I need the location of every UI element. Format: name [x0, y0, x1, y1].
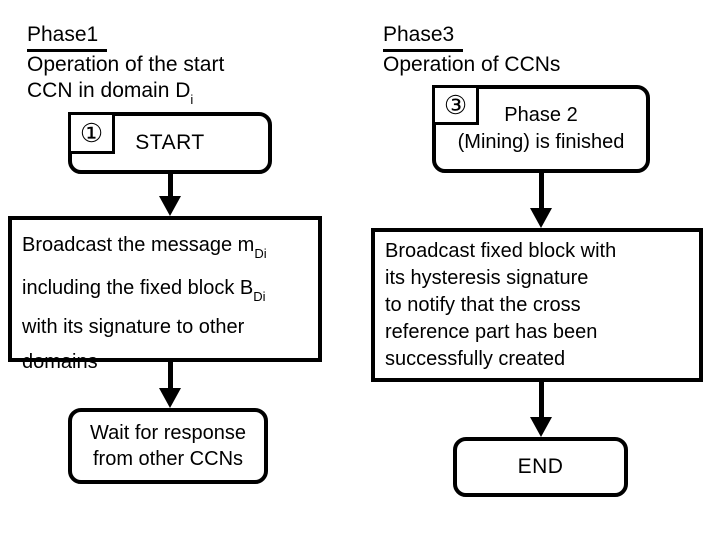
phase2-line2: (Mining) is finished [457, 131, 625, 153]
badge-circled-3-icon: ③ [432, 85, 479, 125]
broadcast-line: Broadcast the message mDi [22, 234, 267, 261]
arrow-head [530, 208, 552, 228]
broadcast-line: with its signature to other [22, 316, 245, 338]
domain-subscript: i [190, 92, 194, 107]
arrow-down-icon [159, 174, 181, 216]
wait-line: Wait for response [90, 422, 246, 444]
wait-line: from other CCNs [92, 448, 244, 470]
phase2-line1: Phase 2 [504, 104, 578, 126]
arrow-stem [538, 382, 544, 417]
broadcast-line: domains [22, 351, 98, 373]
arrow-stem [538, 173, 544, 208]
broadcast-line: successfully created [385, 348, 566, 370]
wait-node: Wait for response from other CCNs [68, 408, 268, 484]
arrow-down-icon [530, 173, 552, 228]
phase1-subtitle-line1: Operation of the start [27, 53, 225, 76]
arrow-stem [167, 362, 173, 388]
broadcast-block-text: Broadcast fixed block with its hysteresi… [375, 232, 699, 381]
phase1-title: Phase1 [27, 22, 224, 52]
arrow-stem [167, 174, 173, 196]
broadcast-line: reference part has been [385, 321, 598, 343]
badge-circled-1-icon: ① [68, 112, 115, 154]
phase1-subtitle-line2: CCN in domain Di [27, 79, 194, 107]
arrow-head [159, 196, 181, 216]
phase2-text: Phase 2 (Mining) is finished [458, 102, 625, 156]
phase2-finished-node: ③ Phase 2 (Mining) is finished [432, 85, 650, 173]
broadcast-message-node: Broadcast the message mDi including the … [8, 216, 322, 373]
phase3-subtitle-line1: Operation of CCNs [383, 53, 561, 76]
phase1-heading-block: Phase1 Operation of the start CCN in dom… [27, 22, 224, 113]
arrow-down-icon [530, 382, 552, 437]
broadcast-line: its hysteresis signature [385, 267, 589, 289]
start-label: START [135, 131, 205, 154]
broadcast-message-text: Broadcast the message mDi including the … [12, 220, 318, 392]
broadcast-line: to notify that the cross [385, 294, 581, 316]
phase3-title: Phase3 [383, 22, 560, 52]
arrow-head [530, 417, 552, 437]
end-node: END [453, 437, 628, 497]
wait-text: Wait for response from other CCNs [90, 420, 246, 472]
phase3-heading-block: Phase3 Operation of CCNs [383, 22, 560, 78]
broadcast-line: including the fixed block BDi [22, 277, 266, 304]
end-label: END [517, 455, 564, 478]
broadcast-line: Broadcast fixed block with [385, 240, 617, 262]
arrow-down-icon [159, 362, 181, 408]
arrow-head [159, 388, 181, 408]
broadcast-block-node: Broadcast fixed block with its hysteresi… [371, 228, 703, 382]
start-node: ① START [68, 112, 272, 174]
